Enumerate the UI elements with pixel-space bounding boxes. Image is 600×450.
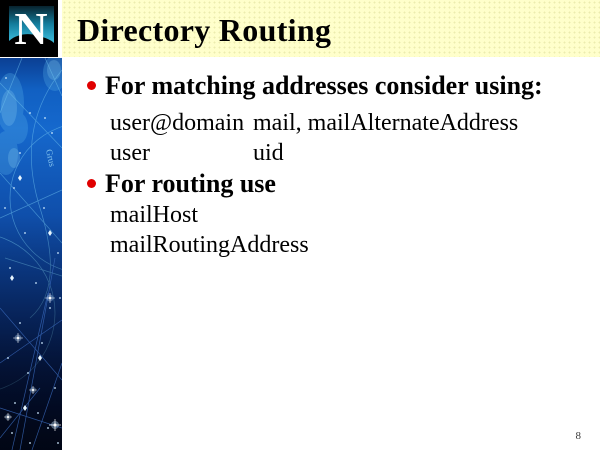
netscape-logo: N bbox=[0, 0, 58, 57]
bullet-label: For routing use bbox=[105, 169, 276, 198]
diamond-stars bbox=[10, 175, 52, 411]
bullet-item-routing: For routing use bbox=[62, 168, 600, 200]
constellation-lines-dark bbox=[0, 257, 62, 450]
starchart-label: Grus bbox=[44, 148, 58, 168]
netscape-logo-art: N bbox=[0, 0, 58, 57]
slide-header: Directory Routing bbox=[62, 0, 600, 57]
page-number: 8 bbox=[575, 430, 582, 442]
page-title: Directory Routing bbox=[77, 12, 332, 48]
attribute-name: mailHost bbox=[110, 202, 198, 228]
bullet-dot-icon bbox=[87, 179, 96, 188]
starchart-sidebar: Grus bbox=[0, 58, 62, 450]
bullet-dot-icon bbox=[87, 81, 96, 90]
attributes-cell: uid bbox=[253, 140, 284, 166]
bright-stars bbox=[4, 293, 61, 431]
bullet-item-matching: For matching addresses consider using: bbox=[62, 70, 600, 102]
slide-body: For matching addresses consider using: u… bbox=[62, 57, 600, 260]
table-row: user uid bbox=[110, 138, 600, 168]
list-item: mailRoutingAddress bbox=[110, 230, 600, 260]
small-stars bbox=[4, 77, 61, 444]
address-form-cell: user@domain bbox=[110, 110, 245, 136]
darkness-overlay bbox=[0, 58, 62, 450]
attribute-name: mailRoutingAddress bbox=[110, 232, 309, 258]
bullet-label: For matching addresses consider using: bbox=[105, 71, 543, 100]
matching-attribute-table: user@domain mail, mailAlternateAddress u… bbox=[110, 108, 600, 168]
logo-letter: N bbox=[14, 3, 47, 54]
table-row: user@domain mail, mailAlternateAddress bbox=[110, 108, 600, 138]
attributes-cell: mail, mailAlternateAddress bbox=[253, 110, 519, 136]
routing-attribute-list: mailHost mailRoutingAddress bbox=[110, 200, 600, 260]
address-form-cell: user bbox=[110, 140, 150, 166]
list-item: mailHost bbox=[110, 200, 600, 230]
